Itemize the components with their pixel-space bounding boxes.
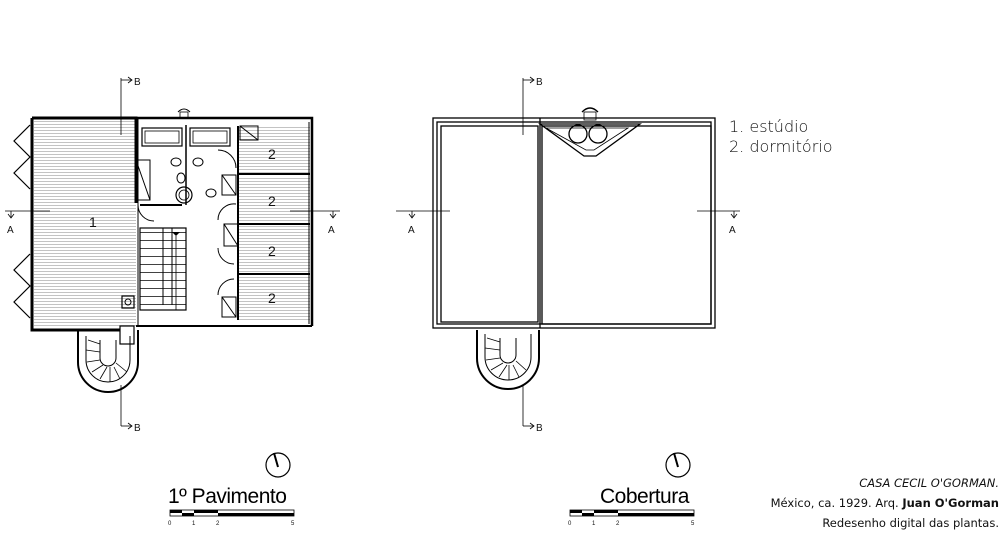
- studio-floor: [34, 120, 136, 326]
- section-label-b-top: B: [536, 77, 543, 88]
- north-arrow-icon: [265, 452, 291, 478]
- section-label-b-bottom: B: [134, 423, 141, 434]
- room-number-bedroom: 2: [268, 243, 276, 259]
- section-label-a-left: A: [408, 225, 415, 236]
- room-number-bedroom: 2: [268, 146, 276, 162]
- legend-item-bedroom: 2. dormitório: [729, 137, 833, 156]
- caption: CASA CECIL O'GORMAN. México, ca. 1929. A…: [771, 473, 999, 533]
- roof-plan: B B A A 0 1 2 5: [396, 76, 740, 527]
- section-label-b-bottom: B: [536, 423, 543, 434]
- room-legend: 1. estúdio 2. dormitório: [729, 117, 833, 157]
- scale-tick: 0: [568, 521, 572, 527]
- roof-title: Cobertura: [600, 485, 689, 508]
- room-number-bedroom: 2: [268, 290, 276, 306]
- first-floor-title: 1º Pavimento: [168, 485, 287, 508]
- spiral-stair: [77, 325, 139, 393]
- section-label-a-right: A: [729, 225, 736, 236]
- caption-architect: Juan O'Gorman: [902, 496, 999, 510]
- north-arrow-icon: [665, 452, 691, 478]
- caption-note: Redesenho digital das plantas.: [822, 516, 999, 530]
- first-floor-plan: B B A A 1 2 2 2 2 0 1 2 5: [5, 76, 340, 527]
- section-label-b-top: B: [134, 77, 141, 88]
- scale-tick: 0: [168, 521, 172, 527]
- section-label-a-right: A: [328, 225, 335, 236]
- caption-credit: México, ca. 1929. Arq. Juan O'Gorman: [771, 493, 999, 513]
- section-label-a-left: A: [7, 225, 14, 236]
- caption-credit-prefix: México, ca. 1929. Arq.: [770, 496, 903, 510]
- room-number-studio: 1: [89, 214, 97, 230]
- caption-title: CASA CECIL O'GORMAN.: [859, 476, 999, 490]
- scale-bar: [569, 509, 695, 517]
- scale-bar: [169, 509, 295, 517]
- scale-tick: 1: [192, 521, 196, 527]
- room-number-bedroom: 2: [268, 193, 276, 209]
- scale-tick: 5: [691, 521, 695, 527]
- scale-tick: 1: [592, 521, 596, 527]
- legend-item-studio: 1. estúdio: [729, 117, 809, 136]
- scale-tick: 2: [216, 521, 220, 527]
- bedroom-floor: [238, 276, 310, 320]
- scale-tick: 5: [291, 521, 295, 527]
- scale-tick: 2: [616, 521, 620, 527]
- bedroom-floor: [238, 226, 310, 274]
- bedroom-floor: [238, 176, 310, 224]
